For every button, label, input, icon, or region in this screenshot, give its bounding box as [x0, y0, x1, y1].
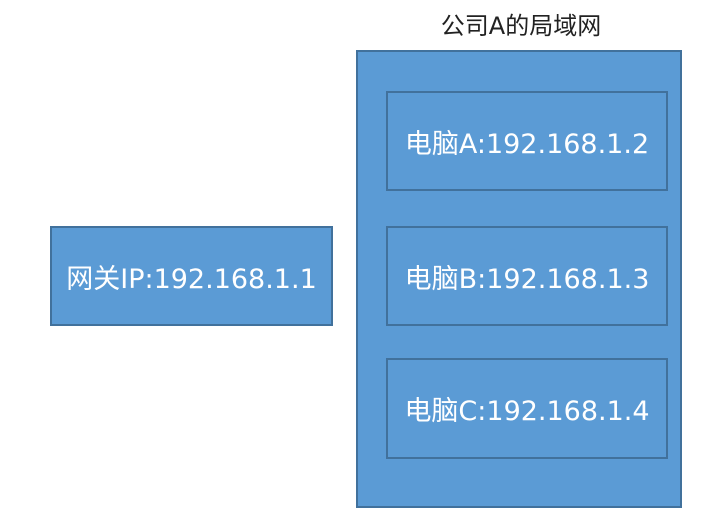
computer-b-node: 电脑B:192.168.1.3	[386, 226, 668, 326]
computer-b-label: 电脑B:192.168.1.3	[404, 263, 650, 295]
gateway-label: 网关IP:192.168.1.1	[66, 263, 317, 295]
lan-title: 公司A的局域网	[440, 12, 602, 40]
gateway-node: 网关IP:192.168.1.1	[50, 226, 333, 326]
computer-a-node: 电脑A:192.168.1.2	[386, 91, 668, 191]
computer-c-label: 电脑C:192.168.1.4	[404, 396, 650, 427]
computer-c-node: 电脑C:192.168.1.4	[386, 358, 668, 459]
computer-a-label: 电脑A:192.168.1.2	[404, 128, 650, 160]
